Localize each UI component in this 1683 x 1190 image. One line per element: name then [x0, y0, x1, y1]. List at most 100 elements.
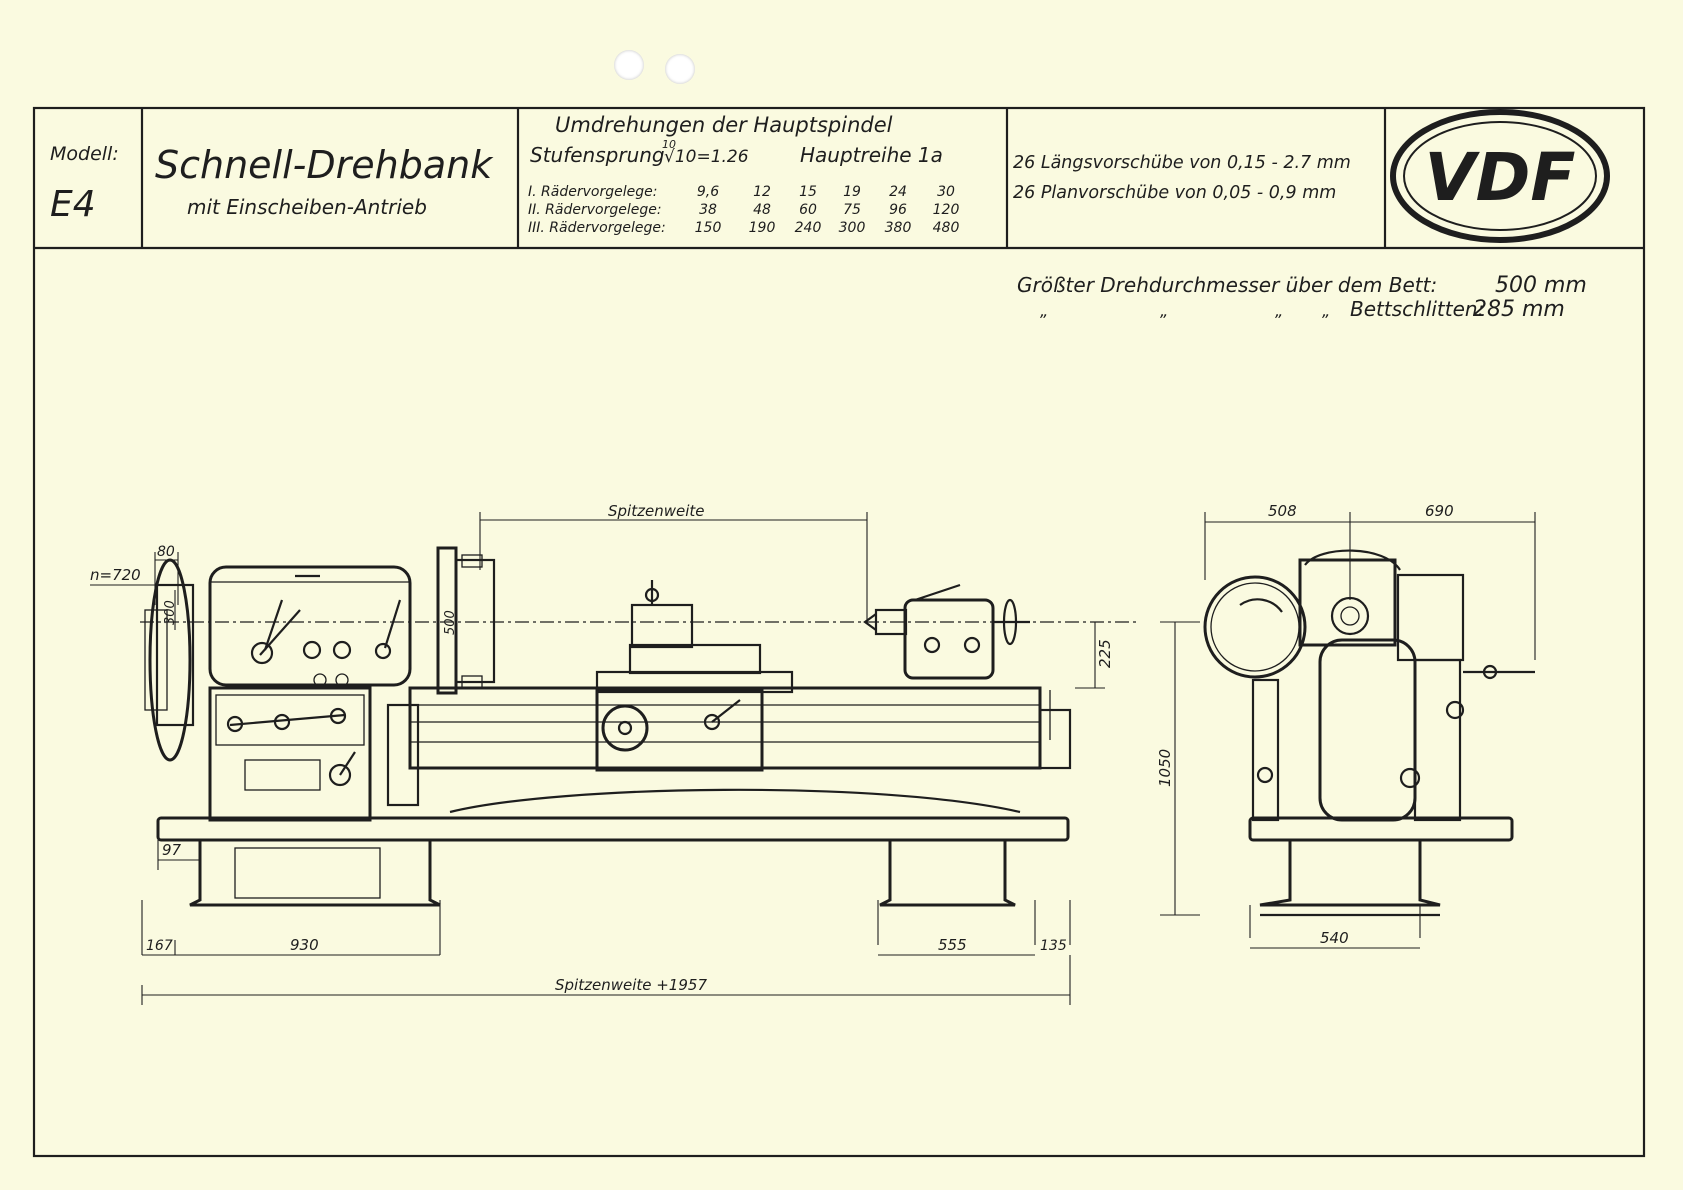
- punch-hole-right: [665, 54, 695, 84]
- chuck-jaw-top: [461, 554, 483, 568]
- gearbox-knob-3: [329, 707, 347, 725]
- side-pulley-inner: [1210, 582, 1300, 672]
- dim-n720: n=720: [90, 566, 141, 584]
- speed-value: 30: [937, 184, 955, 200]
- right-pedestal: [879, 840, 1016, 907]
- dim-225: 225: [1096, 639, 1114, 668]
- headstock: [208, 565, 412, 687]
- cross-slide: [628, 643, 762, 675]
- handwheel-hub: [617, 720, 633, 736]
- ditto-mark-4: „: [1322, 301, 1330, 320]
- lathe-bed: [408, 686, 1042, 770]
- swing-over-carriage-value: 285 mm: [1473, 297, 1565, 322]
- ditto-mark-3: „: [1275, 301, 1283, 320]
- side-bed-knob: [1399, 767, 1421, 789]
- drive-description: mit Einscheiben-Antrieb: [187, 195, 427, 219]
- speed-value: 300: [839, 220, 866, 236]
- vdf-logo-ring-inner: [1403, 121, 1597, 231]
- dim-540: 540: [1320, 929, 1349, 947]
- headstock-knob-4: [374, 642, 392, 660]
- speed-value: 96: [889, 202, 907, 218]
- lathe-side-view: [1203, 549, 1535, 917]
- tool-post: [630, 603, 694, 649]
- speed-value: 15: [799, 184, 817, 200]
- bed-arch: [449, 788, 1021, 814]
- punch-hole-left: [614, 50, 644, 80]
- dim-300: 300: [163, 600, 178, 625]
- headstock-lever-2: [263, 599, 284, 651]
- gearbox: [208, 686, 372, 822]
- speed-row-label: II. Rädervorgelege:: [528, 202, 662, 218]
- swing-over-carriage-label: Bettschlitten:: [1350, 297, 1484, 321]
- pulley-hub: [155, 583, 195, 727]
- swing-over-bed-label: Größter Drehdurchmesser über dem Bett:: [1017, 273, 1437, 297]
- tailstock-bolt-2: [963, 636, 981, 654]
- headstock-knob-5: [313, 673, 327, 687]
- speed-value: 60: [799, 202, 817, 218]
- dim-167: 167: [146, 938, 173, 954]
- side-handle-knob: [1482, 664, 1498, 680]
- dim-spitzenweite: Spitzenweite: [608, 502, 704, 520]
- speed-value: 380: [885, 220, 912, 236]
- apron: [595, 688, 764, 772]
- vdf-logo-ring-outer: [1390, 109, 1610, 243]
- headstock-knob-3: [332, 640, 352, 660]
- left-pedestal: [189, 840, 441, 907]
- side-chuck-guard: [1304, 549, 1401, 571]
- ditto-mark-2: „: [1160, 301, 1168, 320]
- speeds-heading: Umdrehungen der Hauptspindel: [555, 113, 893, 137]
- drawing-frame: [32, 106, 1646, 1158]
- dim-80: 80: [157, 544, 175, 560]
- dim-555: 555: [938, 936, 967, 954]
- side-spindle-nose: [1330, 596, 1370, 636]
- lathe-front-view: [140, 546, 1140, 907]
- front-dimensions: Spitzenweite n=720 80 300 500 225 97 167…: [90, 502, 1114, 1005]
- side-apron-wheel: [1445, 700, 1465, 720]
- dim-930: 930: [290, 936, 319, 954]
- speeds-step-root: 10: [662, 138, 676, 151]
- side-apron: [1413, 658, 1462, 822]
- tailstock-body: [903, 598, 995, 680]
- chuck-body: [454, 558, 496, 684]
- side-gearbox: [1251, 678, 1280, 822]
- pulley-rim: [144, 609, 168, 711]
- gearbox-knob-4: [328, 763, 352, 787]
- tailstock-clamp: [914, 583, 961, 602]
- bed-end-bracket: [1038, 708, 1072, 770]
- model-label: Modell:: [50, 143, 119, 165]
- gearbox-panel: [215, 694, 365, 746]
- side-headstock: [1298, 558, 1397, 647]
- model-value: E4: [50, 184, 96, 225]
- speed-value: 19: [843, 184, 861, 200]
- side-bed: [1318, 638, 1417, 822]
- dim-135: 135: [1040, 938, 1067, 954]
- speed-row-label: I. Rädervorgelege:: [528, 184, 657, 200]
- speed-value: 480: [933, 220, 960, 236]
- speeds-step-label: Stufensprung: [530, 143, 665, 167]
- headstock-lever-3: [383, 599, 402, 649]
- swing-over-bed-value: 500 mm: [1495, 273, 1587, 298]
- apron-lever: [711, 699, 741, 723]
- headstock-knob-6: [335, 673, 349, 687]
- feeds-longitudinal: 26 Längsvorschübe von 0,15 - 2.7 mm: [1013, 153, 1351, 173]
- speed-row-label: III. Rädervorgelege:: [528, 220, 666, 236]
- dim-1050: 1050: [1156, 749, 1174, 787]
- headstock-knob-2: [302, 640, 322, 660]
- gearbox-lever: [339, 751, 356, 776]
- speed-value: 240: [795, 220, 822, 236]
- feed-index-plate: [244, 759, 321, 791]
- speed-value: 190: [749, 220, 776, 236]
- machine-name: Schnell-Drehbank: [155, 143, 494, 187]
- gearbox-rod: [229, 713, 346, 727]
- dim-500: 500: [443, 610, 458, 635]
- tailstock-bolt-1: [923, 636, 941, 654]
- left-pedestal-door: [234, 847, 381, 899]
- side-dimensions: 508 690 1050 540: [1156, 502, 1536, 949]
- gearbox-knob-2: [273, 713, 291, 731]
- rotation-arrow: [1239, 598, 1283, 613]
- ditto-mark-1: „: [1040, 301, 1048, 320]
- side-gearbox-knob: [1256, 766, 1274, 784]
- speed-value: 120: [933, 202, 960, 218]
- side-spindle-bore: [1340, 606, 1360, 626]
